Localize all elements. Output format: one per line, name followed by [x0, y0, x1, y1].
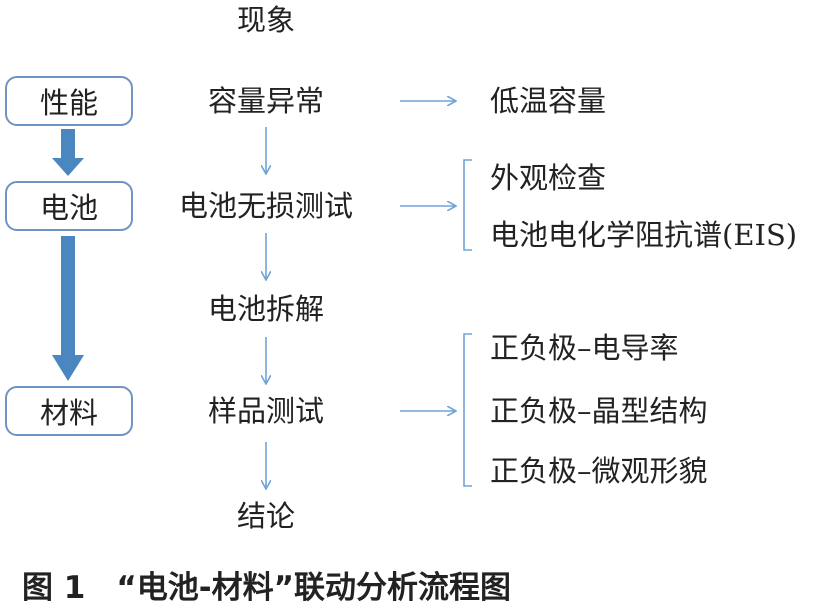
level-box-material: 材料: [5, 386, 133, 436]
step-sample-test: 样品测试: [207, 394, 325, 428]
step-capacity-anomaly: 容量异常: [207, 84, 325, 118]
step-conclusion: 结论: [236, 499, 296, 533]
output-low-temp-capacity: 低温容量: [490, 84, 607, 118]
thick-arrow-battery-to-material: [52, 236, 84, 381]
output-micro-morphology: 正负极–微观形貌: [490, 454, 708, 488]
output-eis: 电池电化学阻抗谱(EIS): [490, 218, 798, 252]
level-box-performance: 性能: [5, 76, 133, 126]
phenomenon-header: 现象: [236, 3, 296, 37]
step-nondestructive-test: 电池无损测试: [178, 189, 354, 223]
thick-arrow-performance-to-battery: [52, 129, 84, 176]
bracket-2: [463, 333, 472, 487]
output-visual-inspection: 外观检查: [490, 161, 607, 195]
output-conductivity: 正负极–电导率: [490, 331, 679, 365]
bracket-1: [463, 159, 472, 251]
figure-caption: 图 1 “电池-材料”联动分析流程图: [22, 570, 511, 606]
output-crystal-structure: 正负极–晶型结构: [490, 394, 708, 428]
level-box-battery: 电池: [5, 181, 133, 231]
step-disassembly: 电池拆解: [207, 292, 325, 326]
